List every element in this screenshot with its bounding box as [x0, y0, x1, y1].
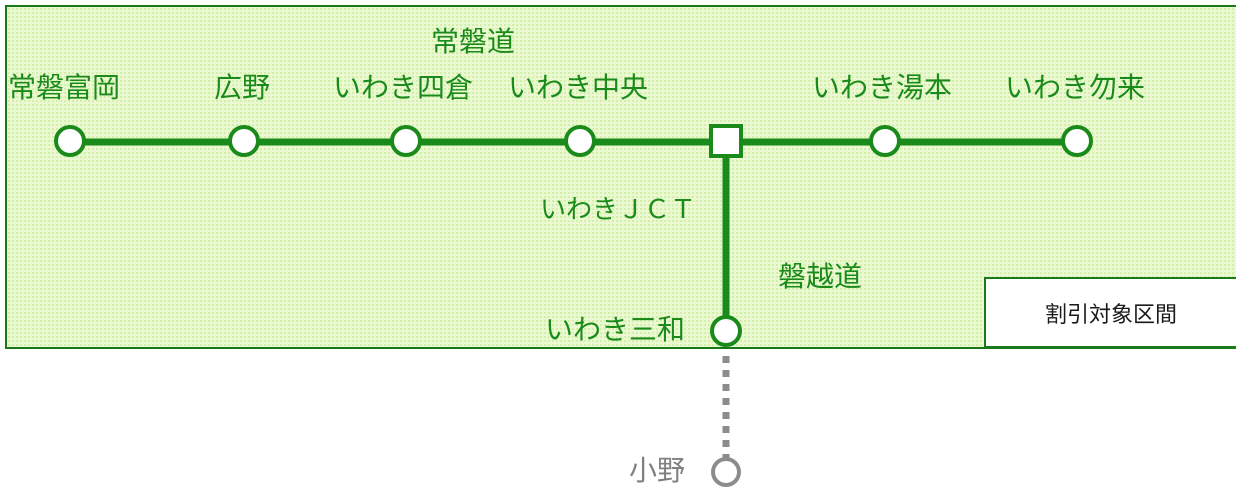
station-label-iwaki-yotsukura: いわき四倉: [333, 71, 474, 104]
station-marker-iwaki-nakoso: [1061, 125, 1093, 157]
station-marker-iwaki-yumoto: [869, 125, 901, 157]
junction-label-iwaki-jct: いわきＪＣＴ: [540, 195, 697, 225]
junction-marker-iwaki-jct: [709, 124, 743, 158]
station-label-joban-tomioka: 常磐富岡: [8, 71, 121, 104]
station-marker-hirono: [228, 125, 260, 157]
legend-discount-section: 割引対象区間: [984, 277, 1236, 348]
legend-discount-section-label: 割引対象区間: [1044, 302, 1177, 328]
banetsu-expressway-label: 磐越道: [778, 260, 863, 293]
station-label-iwaki-nakoso: いわき勿来: [1005, 71, 1146, 104]
station-marker-iwaki-miwa: [710, 315, 742, 347]
station-marker-ono: [711, 457, 741, 487]
station-label-ono: 小野: [629, 454, 686, 487]
station-label-iwaki-chuo: いわき中央: [508, 71, 649, 104]
station-label-iwaki-yumoto: いわき湯本: [812, 71, 953, 104]
station-label-iwaki-miwa: いわき三和: [545, 313, 686, 346]
joban-expressway-label: 常磐道: [431, 25, 516, 58]
station-label-hirono: 広野: [214, 71, 271, 104]
station-marker-iwaki-yotsukura: [390, 125, 422, 157]
station-marker-joban-tomioka: [54, 125, 86, 157]
station-marker-iwaki-chuo: [564, 125, 596, 157]
